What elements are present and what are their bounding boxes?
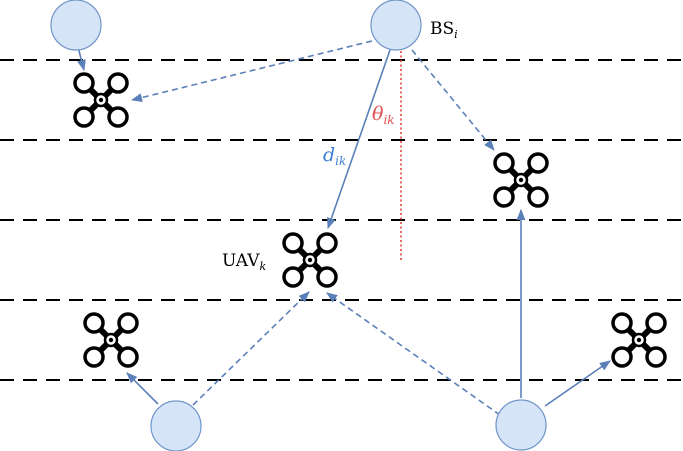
link-bottom-left-node-to-uav: [126, 372, 159, 405]
link-bs-to-uav-left: [130, 40, 373, 102]
uav-bottom-right-icon: [613, 314, 665, 366]
link-bs-to-uav-k-distance: [327, 49, 391, 230]
uav-top-left-icon: [75, 74, 127, 126]
base-station-node: [370, 0, 422, 51]
uav-k-label: UAVk: [222, 251, 267, 273]
uav-k-icon: [284, 234, 336, 286]
node-bottom-left: [150, 400, 202, 451]
link-bottom-right-node-to-uav-right: [544, 360, 611, 407]
links: [77, 40, 611, 416]
link-bottom-right-node-to-uav-k: [326, 292, 501, 416]
uav-right-icon: [495, 154, 547, 206]
uav-bottom-left-icon: [85, 314, 137, 366]
node-bottom-right: [495, 399, 547, 451]
distance-label: dik: [323, 144, 346, 168]
bs-label: BSi: [430, 19, 458, 41]
node-top-left: [50, 0, 102, 51]
link-top-left-node-to-uav: [77, 46, 86, 72]
link-bottom-left-node-to-uav-k: [192, 291, 310, 406]
link-bs-to-uav-right: [411, 49, 495, 151]
nodes: [50, 0, 547, 451]
angle-label: θik: [372, 103, 395, 127]
